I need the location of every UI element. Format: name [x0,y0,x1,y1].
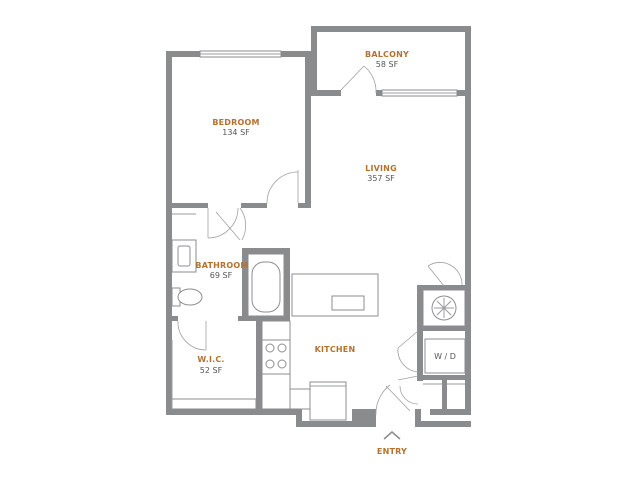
washer-dryer-label: W / D [434,352,456,361]
wall-tub-right [284,248,290,320]
room-labels: BALCONY 58 SF BEDROOM 134 SF LIVING 357 … [195,50,456,456]
wall-bottom-right-b [415,421,471,427]
wall-bedroom-left [166,51,172,211]
bottom-counter [289,388,311,410]
chevron-up-icon [383,431,401,440]
wall-living-right [465,90,471,415]
wall-bottom-left [166,409,302,415]
wall-closet-top [417,285,471,290]
wall-balcony-bottom-b [376,90,382,96]
room-area-bathroom: 69 SF [210,271,233,280]
wall-balcony-bottom-c [457,90,471,96]
wall-bottom-step-a [296,409,302,427]
wall-wic-right [256,321,262,415]
wall-balcony-left [311,26,317,96]
kitchen-sink [331,295,365,311]
wall-bottom-step-b [352,409,376,427]
room-area-living: 357 SF [367,174,395,183]
wall-balcony-right [465,26,471,96]
wall-balcony-top [311,26,471,32]
fixtures [171,213,466,421]
wall-bottom-kitchen [296,421,376,427]
room-name-bedroom: BEDROOM [212,118,259,127]
wall-bottom-right-c [430,409,471,415]
wall-bedroom-top-left [166,51,200,57]
doors [177,65,463,416]
wall-bedroom-mid [305,51,311,206]
wall-closet-bottom [417,375,471,380]
wall-bath-wic-b [238,316,290,321]
room-name-balcony: BALCONY [365,50,409,59]
wall-bedroom-bottom-c [298,203,311,208]
room-area-wic: 52 SF [200,366,223,375]
windows [199,50,458,97]
room-area-balcony: 58 SF [376,60,399,69]
wall-bedroom-top-right [281,51,311,57]
wall-bedroom-bottom-b [241,203,267,208]
walls [166,26,471,427]
refrigerator [309,381,347,421]
room-name-living: LIVING [365,164,397,173]
room-name-wic: W.I.C. [197,355,224,364]
wall-bath-left [166,203,172,415]
bathtub-inner [251,261,281,313]
toilet-bowl [177,288,203,306]
wall-closet-small [442,380,447,410]
bathroom-sink [177,245,191,267]
range [261,339,291,375]
wall-tub-top [242,248,290,254]
wall-bath-wic-a [166,316,178,321]
wall-bedroom-bottom-a [166,203,208,208]
washer-dryer [424,338,466,374]
wall-balcony-bottom-a [311,90,341,96]
wic-shelf [171,398,257,410]
room-area-bedroom: 134 SF [222,128,250,137]
room-name-kitchen: KITCHEN [315,345,356,354]
wall-closet-left [417,285,423,381]
room-name-bathroom: BATHROOM [195,261,248,270]
wall-closet-mid [417,326,471,331]
entry-label: ENTRY [377,447,407,456]
wall-bath-right [242,248,248,320]
wall-bottom-right-a [415,409,421,427]
